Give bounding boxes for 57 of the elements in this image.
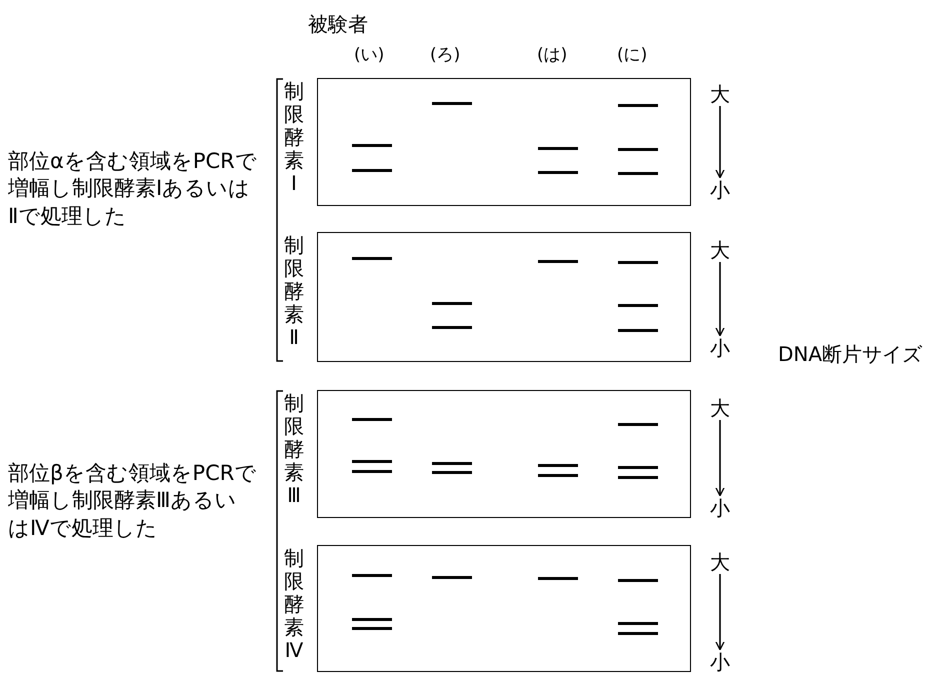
dna-band (432, 326, 472, 329)
size-arrow (715, 106, 725, 178)
dna-band (618, 579, 658, 582)
enzyme-label: 制限酵素Ⅱ (284, 234, 304, 349)
size-label: 小 (709, 652, 731, 672)
treatment-note: 部位βを含む領域をPCRで増幅し制限酵素ⅢあるいはⅣで処理した (8, 460, 258, 542)
enzyme-label: 制限酵素Ⅰ (284, 80, 304, 195)
dna-band (432, 576, 472, 579)
dna-band (618, 466, 658, 469)
dna-band (538, 474, 578, 477)
dna-band (352, 460, 392, 463)
enzyme-label: 制限酵素Ⅲ (284, 392, 304, 507)
dna-band (618, 148, 658, 151)
dna-band (432, 462, 472, 465)
dna-band (618, 329, 658, 332)
size-arrow (715, 574, 725, 650)
dna-band (538, 171, 578, 174)
dna-band (618, 304, 658, 307)
dna-band (538, 577, 578, 580)
dna-band (352, 169, 392, 172)
dna-band (352, 618, 392, 621)
size-label: 大 (709, 552, 731, 572)
axis-label: DNA断片サイズ (778, 342, 922, 366)
dna-band (432, 471, 472, 474)
size-label: 大 (709, 398, 731, 418)
size-arrow (715, 420, 725, 496)
dna-band (352, 470, 392, 473)
size-label: 小 (709, 338, 731, 358)
dna-band (432, 102, 472, 105)
column-heading: 被験者 (308, 12, 368, 36)
dna-band (432, 302, 472, 305)
size-arrow (715, 262, 725, 336)
dna-band (352, 144, 392, 147)
dna-band (618, 423, 658, 426)
dna-band (618, 476, 658, 479)
enzyme-label: 制限酵素Ⅳ (284, 547, 304, 662)
dna-band (618, 261, 658, 264)
dna-band (538, 464, 578, 467)
dna-band (618, 104, 658, 107)
dna-band (618, 172, 658, 175)
dna-band (538, 260, 578, 263)
treatment-note: 部位αを含む領域をPCRで増幅し制限酵素ⅠあるいはⅡで処理した (8, 148, 258, 230)
subject-label: (は) (537, 45, 568, 66)
dna-band (538, 147, 578, 150)
subject-label: (に) (617, 45, 648, 66)
dna-band (352, 627, 392, 630)
subject-label: (い) (354, 45, 384, 66)
size-label: 大 (709, 84, 731, 104)
size-label: 小 (709, 498, 731, 518)
size-label: 小 (709, 180, 731, 200)
dna-band (352, 257, 392, 260)
dna-band (352, 418, 392, 421)
subject-label: (ろ) (430, 45, 460, 66)
size-label: 大 (709, 240, 731, 260)
dna-band (618, 632, 658, 635)
dna-band (618, 622, 658, 625)
dna-band (352, 574, 392, 577)
